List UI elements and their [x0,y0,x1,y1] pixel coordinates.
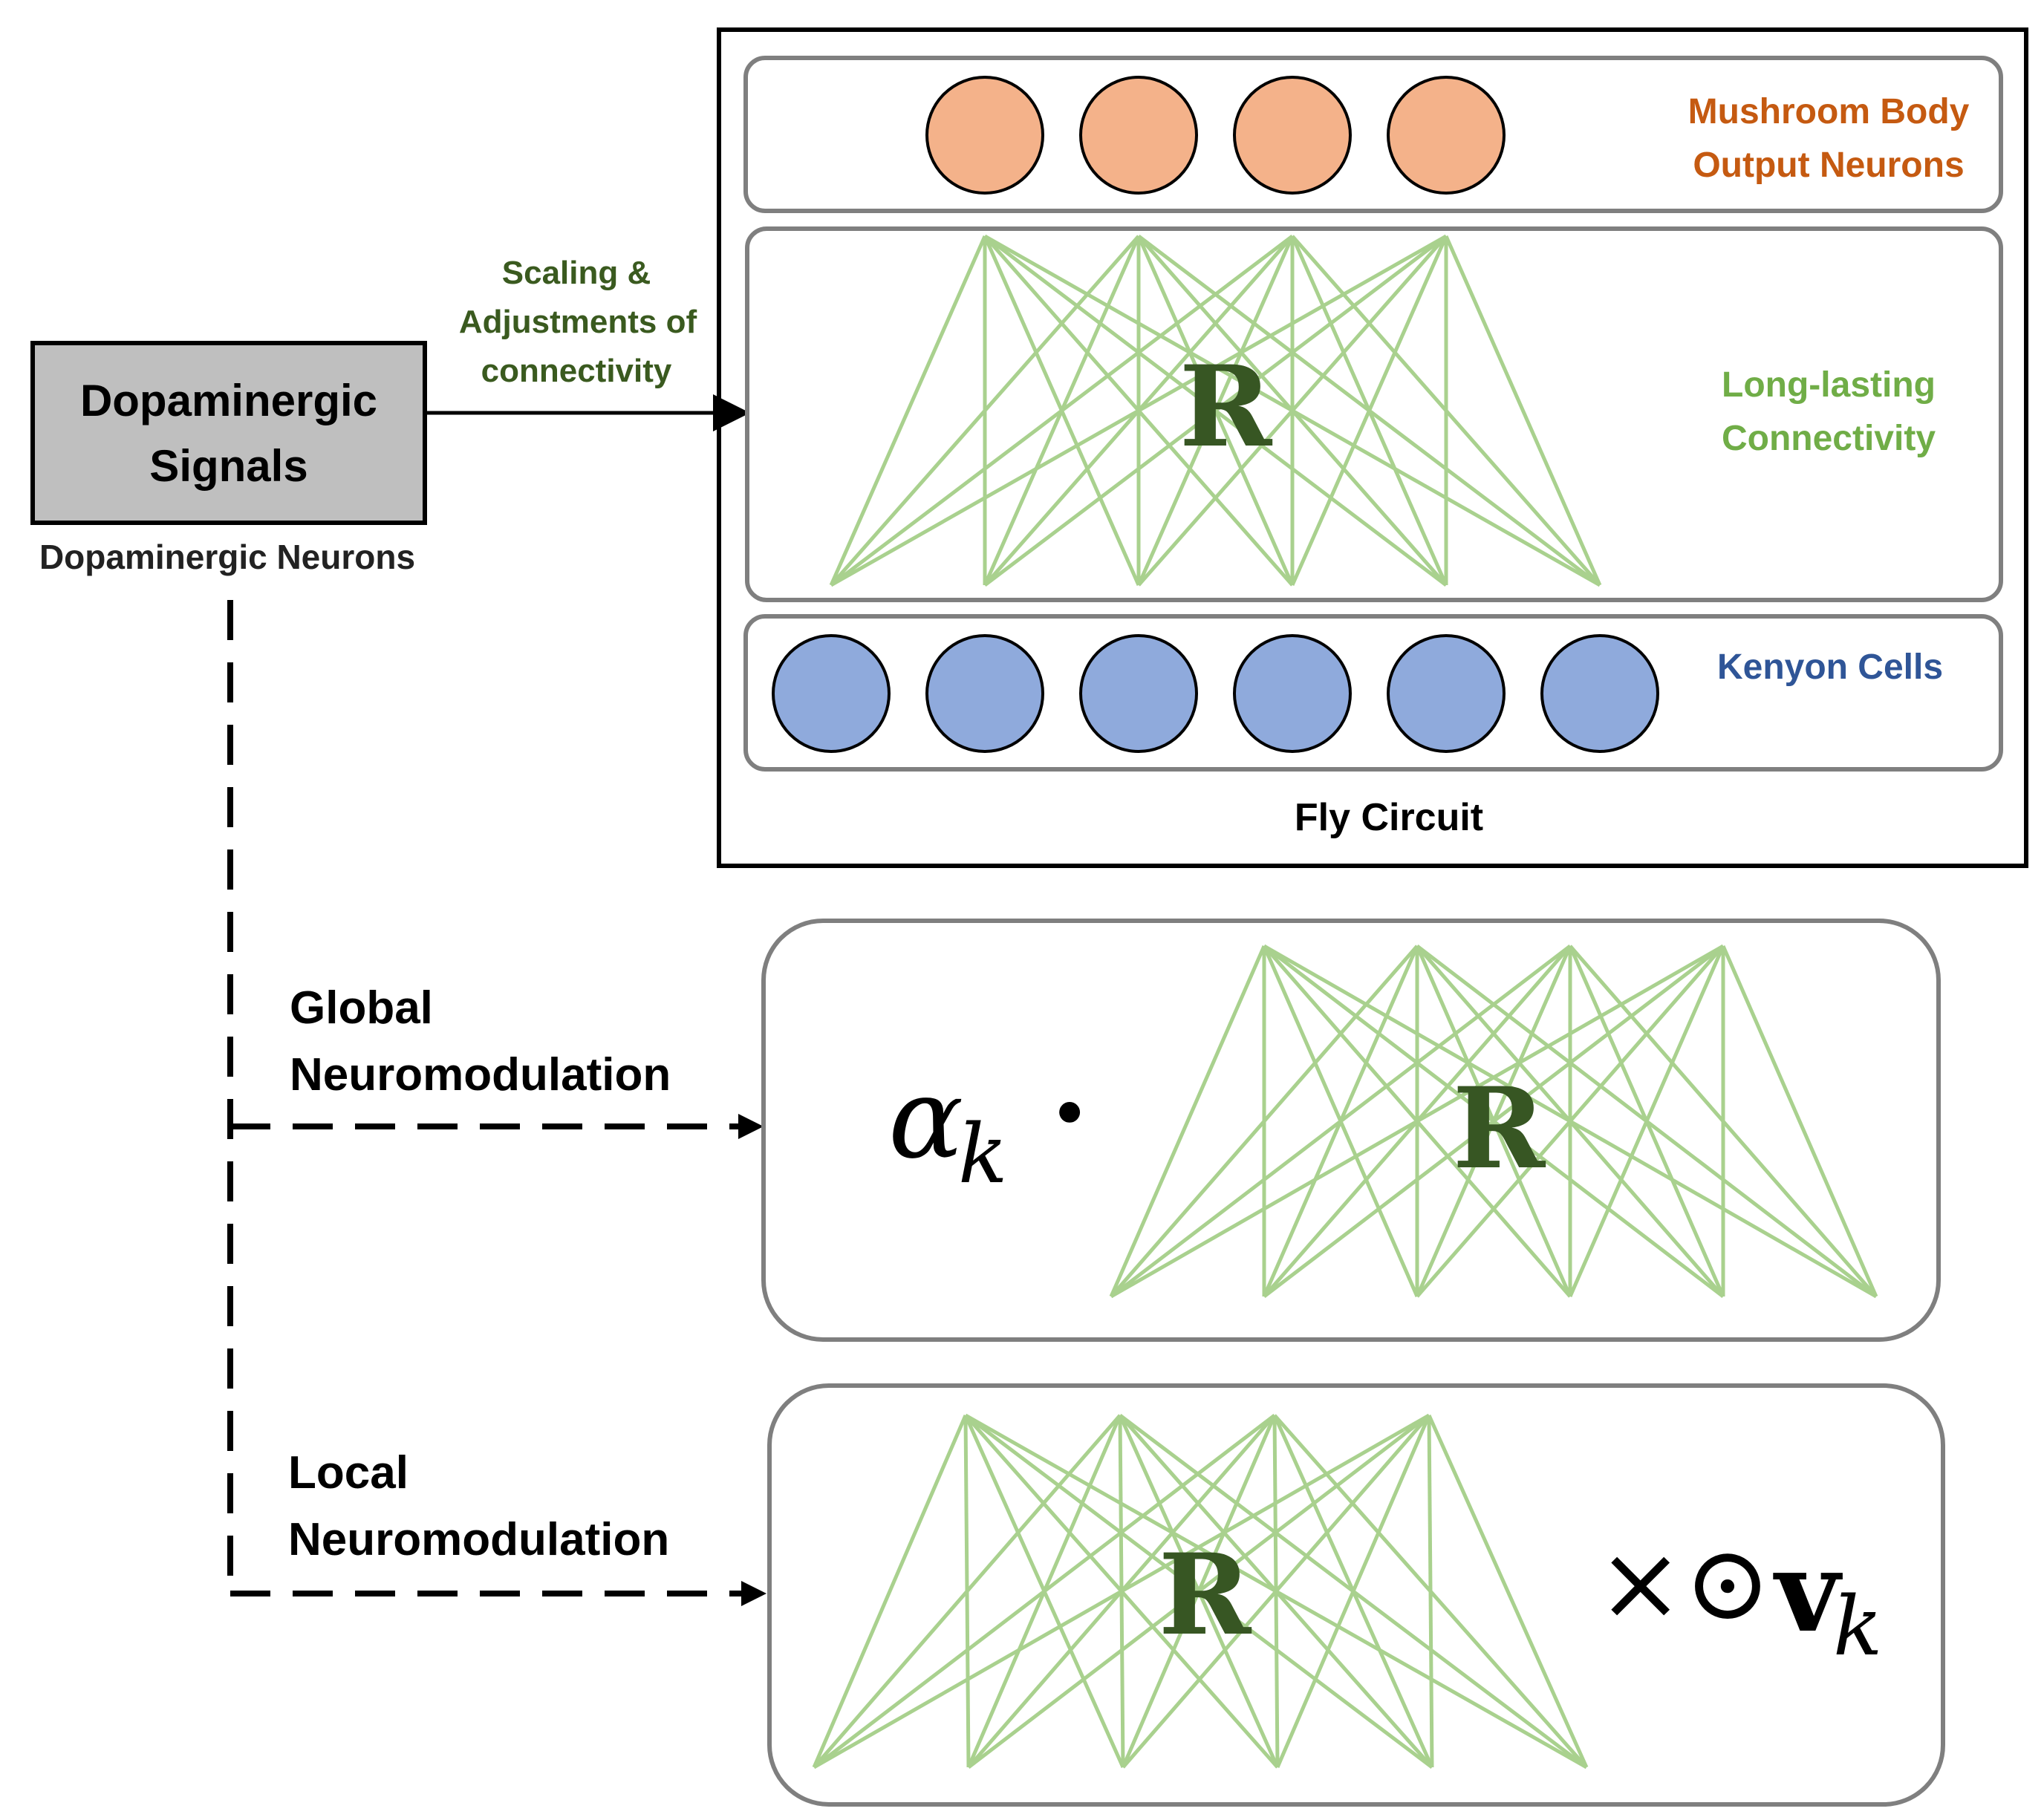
alpha-subscript: k [958,1106,1008,1201]
local-connectivity-network [812,1413,1589,1770]
global-edge-3-2 [1416,945,1725,1298]
local-edge-3-5 [1427,1414,1589,1769]
kenyon-cell-3 [1233,634,1352,753]
fly-edge-3-5 [1444,235,1602,587]
hadamard-operator: ×⊙ [1597,1523,1771,1644]
global-edge-3-0 [1110,944,1725,1299]
output-neurons-label-line1: Mushroom Body [1688,92,1970,131]
global-connectivity-network [1109,944,1878,1299]
global-neuromodulation-label-line1: Global [290,982,433,1034]
fly-circuit-frame [717,27,2028,868]
alpha-coefficient: α [888,1054,963,1184]
global-edge-2-0 [1110,945,1572,1298]
local-neuromodulation-label-line1: Local [288,1447,409,1498]
dopaminergic-signals-box [30,341,427,525]
local-edge-3-4 [1427,1415,1434,1768]
kenyon-cell-4 [1387,634,1506,753]
local-arrowhead [741,1581,766,1606]
local-edge-3-3 [1275,1415,1431,1768]
scaling-arrow-label-line2: Adjustments of [459,304,697,340]
global-arrowhead [738,1114,764,1139]
output-neuron-0 [925,76,1044,195]
local-edge-1-0 [813,1414,1122,1769]
global-dot-operator: · [1050,1047,1089,1178]
local-edge-3-2 [1122,1414,1431,1769]
fly-edge-3-1 [983,235,1448,587]
kenyon-cells-label: Kenyon Cells [1717,648,1943,687]
fly-matrix-symbol: R [1179,342,1273,472]
dopaminergic-neurons-caption: Dopaminergic Neurons [39,538,415,576]
kenyon-cell-1 [925,634,1044,753]
global-neuromodulation-label-line2: Neuromodulation [290,1049,671,1100]
fly-edge-2-0 [830,235,1294,587]
output-neurons-label-line2: Output Neurons [1693,146,1964,185]
fly-circuit-caption: Fly Circuit [1295,796,1483,839]
local-edge-3-0 [813,1413,1431,1770]
output-neurons-row [925,76,1506,195]
global-edge-3-5 [1721,945,1878,1298]
dopaminergic-signals-title-line1: Dopaminergic [80,376,377,425]
kenyon-cells-panel [743,614,2003,772]
local-neuromodulation-label-line2: Neuromodulation [288,1514,669,1565]
local-edge-0-0 [812,1415,968,1768]
v-subscript: k [1833,1579,1883,1674]
dopaminergic-signals-title-line2: Signals [149,441,307,491]
output-neuron-2 [1233,76,1352,195]
fly-edge-3-2 [1137,235,1448,587]
global-edge-0-0 [1109,945,1266,1298]
fly-edge-1-0 [830,235,1140,587]
output-neuron-1 [1079,76,1198,195]
global-edge-3-3 [1568,945,1725,1298]
connectivity-label-line2: Connectivity [1722,419,1936,458]
fly-edge-3-0 [830,234,1448,587]
output-neurons-panel [743,56,2003,213]
scaling-arrow-label-line3: connectivity [481,353,672,389]
local-edge-3-1 [967,1414,1431,1769]
kenyon-cells-row [772,634,1659,753]
connectivity-label-line1: Long-lasting [1722,365,1936,405]
kenyon-cell-5 [1540,634,1659,753]
global-edge-3-1 [1263,945,1725,1298]
local-matrix-symbol: R [1159,1530,1252,1660]
local-edge-2-0 [813,1414,1276,1769]
kenyon-cell-0 [772,634,891,753]
fly-edge-3-3 [1290,235,1448,587]
fly-edge-0-0 [829,235,987,587]
v-vector: v [1773,1527,1843,1657]
output-neuron-3 [1387,76,1506,195]
kenyon-cell-2 [1079,634,1198,753]
global-matrix-symbol: R [1453,1063,1546,1194]
global-edge-1-0 [1110,945,1419,1298]
fly-connectivity-network [829,234,1602,587]
scaling-arrow-label-line1: Scaling & [502,255,651,291]
